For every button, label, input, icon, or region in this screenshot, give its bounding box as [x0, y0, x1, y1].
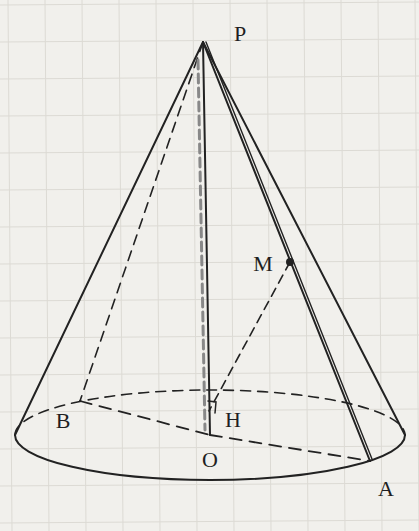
grid-line — [82, 0, 86, 531]
grid-line — [0, 298, 419, 301]
segment-pa — [206, 42, 372, 459]
grid-line — [341, 0, 345, 531]
grid-line — [0, 187, 419, 190]
grid-line — [0, 76, 419, 79]
segment-mh — [209, 262, 290, 411]
grid-line — [304, 0, 308, 531]
right-angle-mark — [208, 401, 216, 413]
point-label: H — [225, 409, 241, 431]
radius-oa — [210, 435, 370, 461]
grid-line — [0, 483, 419, 486]
grid-line — [378, 0, 382, 531]
generatrix — [203, 42, 405, 435]
grid-line — [193, 0, 197, 531]
point-label: A — [378, 478, 394, 500]
grid-line — [0, 39, 419, 42]
segment-pa — [203, 42, 370, 461]
generatrix — [15, 42, 203, 435]
hidden-height — [198, 60, 205, 430]
grid-line — [0, 261, 419, 264]
point-m — [287, 259, 293, 265]
point-label: M — [253, 253, 273, 275]
grid-line — [8, 0, 12, 531]
point-label: P — [234, 23, 246, 45]
radius-ob — [80, 401, 210, 435]
segment-pb — [80, 42, 203, 401]
grid-line — [45, 0, 49, 531]
grid-line — [0, 520, 419, 523]
point-label: O — [202, 449, 218, 471]
grid-line — [415, 0, 419, 531]
grid-line — [0, 224, 419, 227]
base-front-arc — [15, 435, 405, 480]
grid-line — [0, 113, 419, 116]
grid-line — [156, 0, 160, 531]
point-label: B — [56, 410, 71, 432]
grid-line — [230, 0, 234, 531]
grid-line — [119, 0, 123, 531]
cone-figure — [15, 42, 405, 480]
grid-line — [0, 2, 419, 5]
grid-line — [0, 150, 419, 153]
